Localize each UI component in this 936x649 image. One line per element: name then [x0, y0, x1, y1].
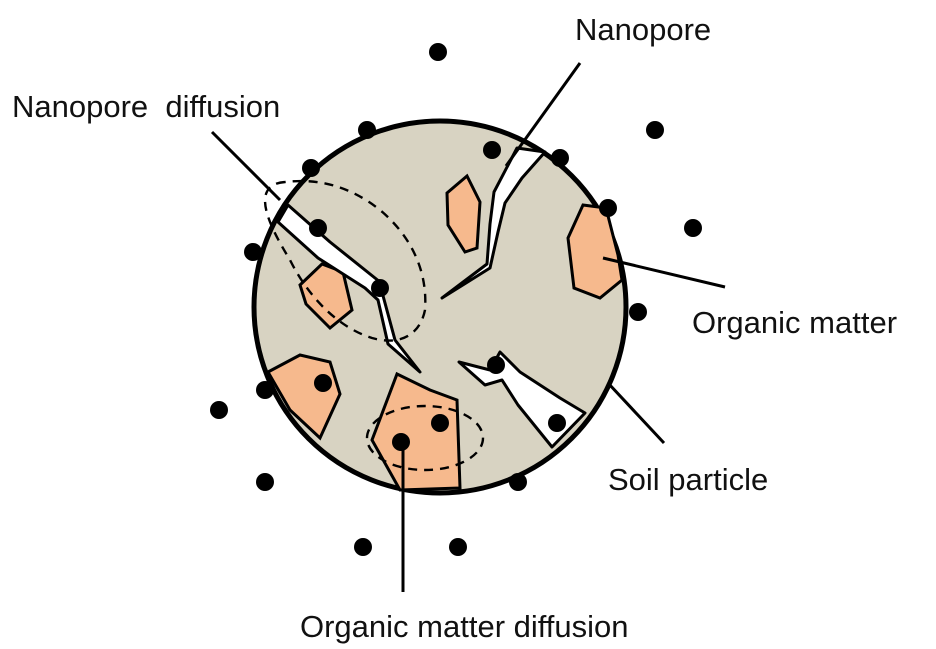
molecule-dot	[392, 433, 410, 451]
molecule-dot	[599, 199, 617, 217]
nanopore-diffusion-label: Nanopore diffusion	[12, 89, 280, 124]
molecule-dot	[309, 219, 327, 237]
molecule-dot	[371, 279, 389, 297]
organic-matter-diffusion-label: Organic matter diffusion	[300, 609, 629, 644]
molecule-dot	[509, 473, 527, 491]
molecule-dot	[449, 538, 467, 556]
molecule-dot	[429, 43, 447, 61]
molecule-dot	[431, 414, 449, 432]
molecule-dot	[358, 121, 376, 139]
molecule-dot	[256, 473, 274, 491]
molecule-dot	[314, 374, 332, 392]
molecule-dot	[354, 538, 372, 556]
molecule-dot	[487, 356, 505, 374]
molecule-dot	[646, 121, 664, 139]
molecule-dot	[684, 219, 702, 237]
molecule-dot	[629, 303, 647, 321]
molecule-dot	[244, 243, 262, 261]
soil-particle-pointer	[608, 383, 664, 443]
molecule-dot	[483, 141, 501, 159]
organic-matter-patch	[568, 205, 622, 298]
molecule-dot	[548, 414, 566, 432]
molecule-dot	[210, 401, 228, 419]
soil-particle-label: Soil particle	[608, 462, 768, 497]
nanopore-label: Nanopore	[575, 12, 711, 47]
molecule-dot	[302, 159, 320, 177]
molecule-dot	[256, 381, 274, 399]
molecule-dot	[551, 149, 569, 167]
nanopore-diffusion-pointer	[212, 132, 280, 200]
organic-matter-label: Organic matter	[692, 305, 897, 340]
